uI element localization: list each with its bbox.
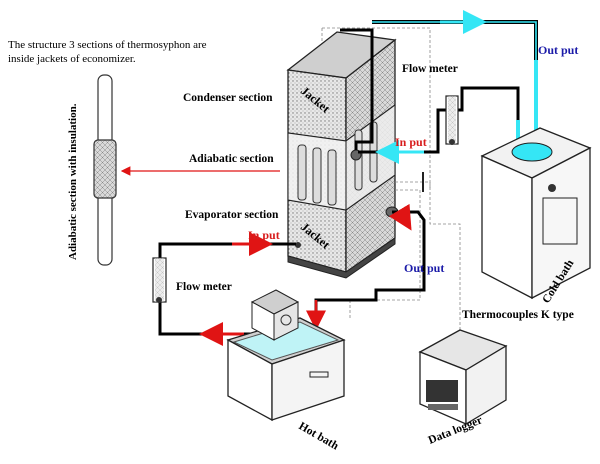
hot-bath-label: Hot bath bbox=[297, 420, 341, 453]
note-line-1: The structure 3 sections of thermosyphon… bbox=[8, 39, 207, 51]
data-logger bbox=[418, 329, 508, 426]
cold-in-pipe bbox=[358, 86, 520, 154]
flow-meter-left bbox=[152, 257, 167, 303]
cold-pipe-connector bbox=[340, 28, 374, 150]
out-put-mid-label: Out put bbox=[404, 261, 444, 275]
flow-meter-left-label: Flow meter bbox=[176, 281, 232, 293]
evaporator-label: Evaporator section bbox=[185, 209, 279, 221]
in-put-top-label: In put bbox=[395, 135, 427, 149]
out-put-top-label: Out put bbox=[538, 43, 578, 57]
hot-return-pipe bbox=[158, 300, 264, 336]
adiabatic-insulation-label: Adiabatic section with insulation. bbox=[67, 103, 79, 260]
flow-meter-top-label: Flow meter bbox=[402, 63, 458, 75]
adiabatic-label: Adiabatic section bbox=[189, 153, 274, 165]
cold-bath bbox=[480, 127, 592, 300]
insulated-tube bbox=[93, 74, 117, 266]
thermocouple-wire-2 bbox=[349, 189, 421, 320]
hot-in-pipe bbox=[158, 242, 296, 258]
in-put-left-label: In put bbox=[248, 228, 280, 242]
flow-meter-top bbox=[445, 95, 459, 145]
hot-bath bbox=[226, 289, 346, 422]
economizer-column bbox=[286, 31, 399, 279]
condenser-label: Condenser section bbox=[183, 92, 273, 104]
note-line-2: inside jackets of economizer. bbox=[8, 53, 136, 65]
hot-out-arrow bbox=[388, 203, 412, 231]
thermocouples-label: Thermocouples K type bbox=[462, 309, 574, 321]
hot-out-pipe bbox=[314, 210, 426, 330]
